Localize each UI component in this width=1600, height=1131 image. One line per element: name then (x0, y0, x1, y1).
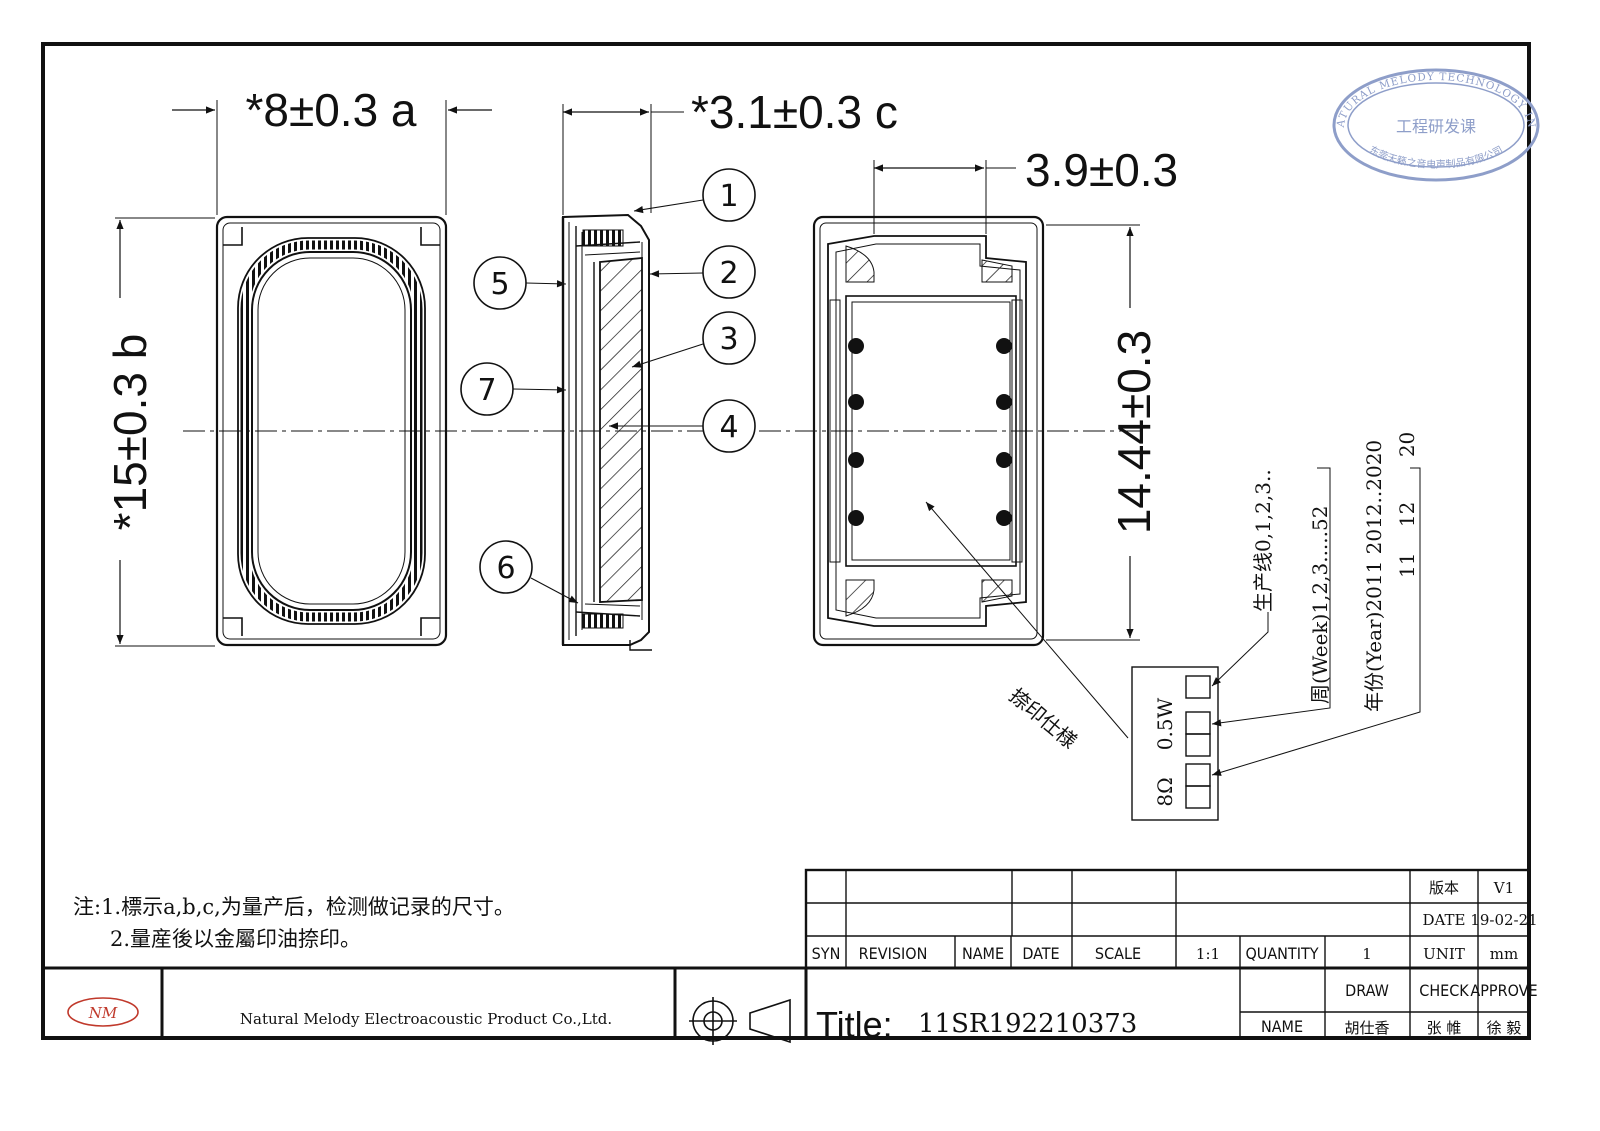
vent-holes (848, 338, 1012, 526)
company-logo (67, 997, 139, 1027)
projection-symbol-icon (689, 997, 791, 1045)
syn-label: SYN (812, 944, 841, 963)
title-label: Title: (816, 1004, 893, 1045)
dimension-back-width: 3.9±0.3 (1025, 144, 1178, 196)
callout-6: 6 (496, 551, 515, 586)
marking-production-line: 生产线0,1,2,3.. (1251, 469, 1275, 612)
marking-week: 周(Week)1,2,3.....52 (1308, 506, 1332, 704)
callout-3: 3 (719, 322, 738, 357)
dimension-back-height: 14.44±0.3 (1108, 330, 1160, 534)
scale-value: 1:1 (1196, 945, 1220, 963)
marking-spec: 捺印仕様 0.5W 8Ω 生产线0,1,2,3.. 周(Week)1,2,3..… (925, 432, 1421, 821)
draw-label: DRAW (1345, 981, 1389, 1000)
callout-5: 5 (490, 267, 509, 302)
version-label: 版本 (1429, 879, 1459, 897)
note-line-2: 2.量産後以金屬印油捺印。 (110, 927, 361, 951)
back-view: 14.44±0.3 3.9±0.3 (812, 144, 1178, 647)
callout-7: 7 (477, 373, 496, 408)
callout-circle (702, 168, 756, 222)
dimension-width-a: *8±0.3 a (245, 84, 416, 136)
unit-value: mm (1490, 945, 1518, 963)
date-value: 19-02-21 (1470, 911, 1537, 929)
draw-name: 胡仕香 (1344, 1019, 1389, 1037)
marking-power: 0.5W (1153, 697, 1177, 750)
name-column-label: NAME (962, 944, 1004, 963)
revision-label: REVISION (859, 944, 928, 963)
date-column-label: DATE (1022, 944, 1059, 963)
unit-label: UNIT (1423, 945, 1465, 963)
marking-year-codes: 11 12 20 (1395, 432, 1419, 578)
callout-4: 4 (719, 410, 738, 445)
stamp-bottom-text: 东莞天籁之音电声制品有限公司 (1367, 143, 1505, 171)
check-label: CHECK (1419, 981, 1469, 1000)
title-block (41, 868, 1531, 1040)
marking-year: 年份(Year)2011 2012..2020 (1362, 440, 1386, 712)
callout-1: 1 (719, 179, 738, 214)
approve-label: APPROVE (1470, 981, 1537, 1000)
stamp-center-text: 工程研发课 (1396, 117, 1476, 136)
check-name: 张 帷 (1427, 1019, 1462, 1037)
company-name: Natural Melody Electroacoustic Product C… (240, 1010, 612, 1028)
callout-2: 2 (719, 256, 738, 291)
version-value: V1 (1493, 879, 1514, 897)
quantity-label: QUANTITY (1245, 944, 1318, 963)
marking-impedance: 8Ω (1153, 777, 1177, 806)
marking-label: 捺印仕様 (1005, 683, 1082, 753)
section-view: *3.1±0.3 c (561, 86, 898, 651)
name-label: NAME (1261, 1017, 1303, 1036)
callouts: 1 2 3 4 5 6 7 (460, 168, 756, 604)
scale-label: SCALE (1095, 944, 1141, 963)
logo-text: NM (88, 1004, 118, 1022)
approve-name: 徐 毅 (1487, 1019, 1522, 1037)
marking-box (1131, 666, 1219, 821)
dimension-height-b: *15±0.3 b (104, 334, 156, 531)
front-view: *15±0.3 b *8±0.3 a (104, 84, 492, 647)
note-line-1: 注:1.標示a,b,c,为量产后，检测做记录的尺寸。 (73, 895, 515, 919)
date-label: DATE (1423, 911, 1466, 929)
drawing-border (41, 42, 1531, 1040)
quantity-value: 1 (1362, 945, 1372, 963)
dimension-thickness-c: *3.1±0.3 c (691, 86, 898, 138)
title-value: 11SR192210373 (918, 1009, 1137, 1039)
